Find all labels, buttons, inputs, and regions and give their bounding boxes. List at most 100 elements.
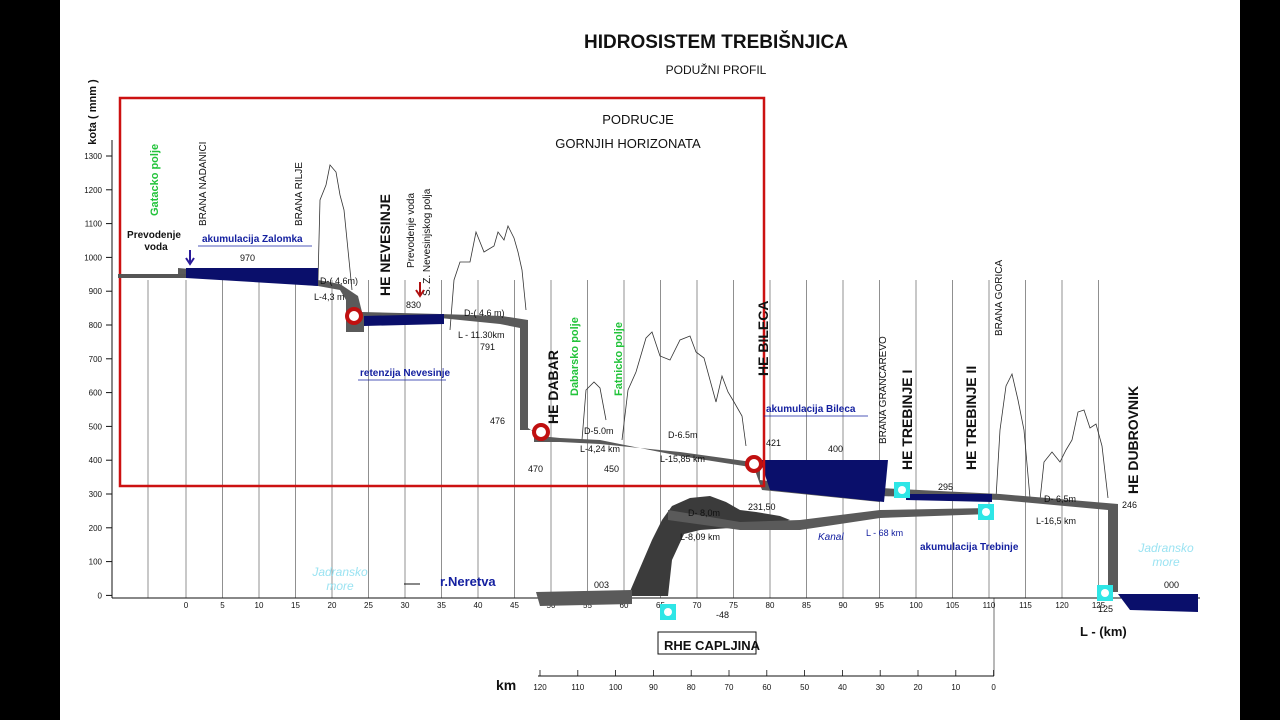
x-tick-label: 120: [1055, 601, 1069, 610]
label-brana-grancarevo: BRANA GRANCAREVO: [878, 336, 889, 444]
reservoir-zalomka: [186, 268, 318, 286]
power-plants: [345, 307, 1113, 620]
terrain-ridge-2: [449, 224, 527, 331]
tunnel-system: [178, 268, 1118, 606]
km-tick-label: 50: [800, 683, 809, 692]
x-tick-label: 35: [437, 601, 446, 610]
elev-791: 791: [480, 342, 495, 352]
x-tick-label: 45: [510, 601, 519, 610]
y-tick-label: 700: [89, 355, 103, 364]
label-gatacko-polje: Gatacko polje: [149, 144, 161, 216]
x-tick-label: 25: [364, 601, 373, 610]
tunnel-5-length: L-8,09 km: [680, 532, 720, 542]
x-tick-label: 90: [839, 601, 848, 610]
label-rhe-capljina: RHE CAPLJINA: [664, 638, 761, 653]
page-title: HIDROSISTEM TREBIŠNJICA: [584, 31, 848, 53]
label-brana-gorica: BRANA GORICA: [994, 260, 1005, 336]
x-tick-label: 125: [1092, 601, 1106, 610]
plant-he-dubrovnik-core: [1101, 589, 1109, 597]
x-tick-label: 10: [255, 601, 264, 610]
tunnel-2-diameter: D-( 4.6 m): [464, 308, 505, 318]
label-he-bileca: HE BILECA: [755, 301, 771, 376]
x-tick-label: 80: [766, 601, 775, 610]
km-scale-label: km: [496, 677, 516, 693]
terrain-ridge-3: [581, 381, 607, 441]
x-tick-label: 40: [474, 601, 483, 610]
label-jadransko-left-1: Jadransko: [311, 565, 368, 579]
elev-246: 246: [1122, 500, 1137, 510]
terrain-ridge-5: [995, 372, 1031, 499]
x-tick-label: 75: [729, 601, 738, 610]
tunnel-neretva: [536, 590, 632, 606]
paper-background: [60, 0, 1240, 720]
upper-horizon-frame: [118, 96, 766, 488]
y-tick-label: 1300: [84, 152, 102, 161]
y-tick-label: 400: [89, 456, 103, 465]
x-tick-label: 5: [220, 601, 225, 610]
elev-470: 470: [528, 464, 543, 474]
km-tick-label: 0: [991, 683, 996, 692]
label-he-trebinje-2: HE TREBINJE II: [963, 366, 979, 470]
y-ticks: 1300120011001000900800700600500400300200…: [84, 152, 112, 600]
label-akumulacija-zalomka: akumulacija Zalomka: [202, 234, 303, 245]
y-tick-label: 900: [89, 287, 103, 296]
elevation-markers: 970 830 791 476 470 450 421 400 295 246 …: [240, 253, 1179, 620]
km-tick-label: 10: [951, 683, 960, 692]
tunnel-kanal: [668, 508, 990, 530]
label-dabarsko-polje: Dabarsko polje: [569, 317, 581, 396]
rhe-capljina-box: [657, 631, 757, 655]
tunnel-specs: D-( 4,6m) L-4,3 m D-( 4.6 m) L - 11.30km…: [314, 276, 1076, 542]
km-tick-label: 30: [876, 683, 885, 692]
x-tick-label: 115: [1019, 601, 1032, 610]
elev-003: 003: [594, 580, 609, 590]
label-akumulacija-trebinje: akumulacija Trebinje: [920, 542, 1019, 553]
tunnel-4-length: L-15,85 km: [660, 454, 705, 464]
elev-421: 421: [766, 438, 781, 448]
label-kanal: Kanal: [818, 532, 844, 543]
x-tick-label: 15: [291, 601, 300, 610]
tunnel-1-length: L-4,3 m: [314, 292, 345, 302]
label-prevodenje-voda-1: Prevodenje: [127, 230, 181, 241]
label-jadransko-right-2: more: [1152, 555, 1180, 569]
y-tick-label: 300: [89, 490, 103, 499]
label-prevodenje-nev-2: S. Z. Nevesinjskog polja: [422, 188, 433, 296]
tunnel-6-diameter: D- 6,5m: [1044, 494, 1076, 504]
y-tick-label: 100: [89, 558, 103, 567]
x-tick-label: 60: [620, 601, 629, 610]
x-tick-label: 95: [875, 601, 884, 610]
y-tick-label: 800: [89, 321, 103, 330]
plant-he-bileca-icon: [745, 455, 763, 473]
nevesinje-inflow-arrow-icon: [415, 282, 425, 298]
km-tick-label: 110: [571, 683, 584, 692]
label-brana-rilje: BRANA RILJE: [294, 162, 305, 226]
terrain-outline: [317, 164, 1109, 501]
km-tick-label: 20: [914, 683, 923, 692]
km-tick-label: 90: [649, 683, 658, 692]
tunnel-4-diameter: D-6.5m: [668, 430, 698, 440]
x-tick-label: 70: [693, 601, 702, 610]
y-tick-label: 0: [98, 591, 103, 600]
x-tick-label: 20: [328, 601, 337, 610]
elev-295: 295: [938, 482, 953, 492]
plant-rhe-capljina-core: [664, 608, 672, 616]
terrain-capljina: [628, 496, 790, 596]
label-he-trebinje-1: HE TREBINJE I: [899, 370, 915, 470]
tunnel-6-length: L-16,5 km: [1036, 516, 1076, 526]
y-axis-label: kota ( mnm ): [87, 79, 99, 145]
y-tick-label: 600: [89, 389, 103, 398]
label-fatnicko-polje: Fatnicko polje: [613, 322, 625, 396]
tunnel-3-length: L-4,24 km: [580, 444, 620, 454]
km-tick-label: 80: [687, 683, 696, 692]
terrain-ridge-4: [621, 331, 747, 447]
label-retenzija-nevesinje: retenzija Nevesinje: [360, 368, 450, 379]
tunnel-2-length: L - 11.30km: [458, 330, 505, 340]
label-jadransko-left-2: more: [326, 579, 354, 593]
x-axis-label: L - (km): [1080, 624, 1127, 639]
label-r-neretva: r.Neretva: [440, 574, 496, 589]
y-tick-label: 1200: [84, 186, 102, 195]
label-he-dabar: HE DABAR: [545, 350, 561, 424]
km-tick-label: 70: [725, 683, 734, 692]
